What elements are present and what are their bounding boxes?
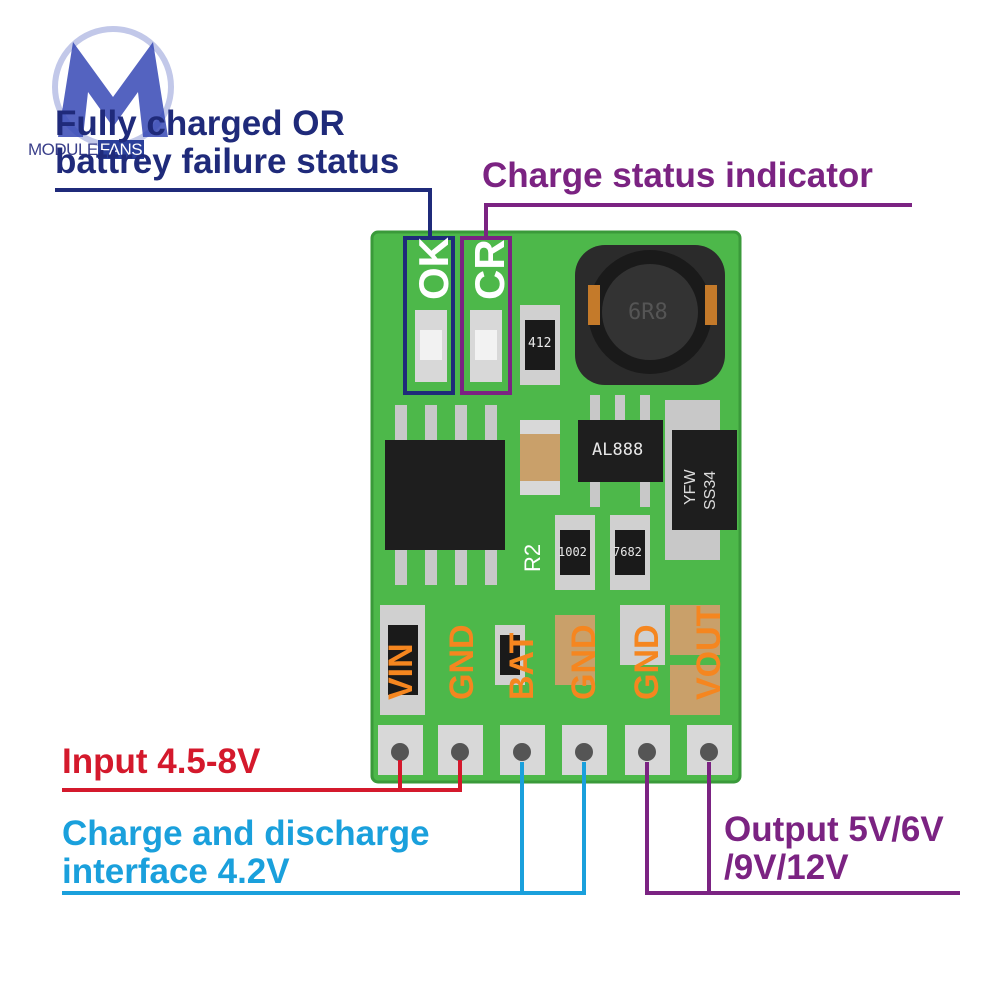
callout-fully-charged: Fully charged OR battrey failure status	[55, 105, 399, 181]
inductor	[575, 245, 725, 385]
resistor-mark-7682: 7682	[613, 545, 642, 559]
diode-mark-ss34: SS34	[702, 470, 719, 510]
led-label-ok: OK	[410, 237, 457, 300]
resistor-mark-1002: 1002	[558, 545, 587, 559]
cr-led-highlight	[460, 236, 512, 395]
pin-label-gnd-1: GND	[443, 624, 481, 700]
callout-fully-charged-line1: Fully charged OR	[55, 104, 345, 143]
callout-output-line2: /9V/12V	[724, 848, 849, 887]
resistor-mark-412: 412	[528, 336, 552, 351]
ok-led-highlight	[403, 236, 455, 395]
pin-label-vin: VIN	[382, 643, 420, 700]
callout-charge-interface: Charge and discharge interface 4.2V	[62, 815, 430, 891]
silkscreen-r2: R2	[520, 543, 545, 572]
diode-mark-yfw: YFW	[682, 469, 699, 505]
callout-charge-status: Charge status indicator	[482, 156, 873, 195]
pin-label-vout: VOUT	[690, 605, 728, 700]
chip-mark-al888: AL888	[592, 440, 644, 460]
callout-charge-interface-line2: interface 4.2V	[62, 852, 290, 891]
callout-output-line1: Output 5V/6V	[724, 810, 944, 849]
callout-charge-interface-line1: Charge and discharge	[62, 814, 430, 853]
pin-label-bat: BAT	[503, 632, 541, 700]
pin-label-gnd-3: GND	[628, 624, 666, 700]
pin-label-gnd-2: GND	[565, 624, 603, 700]
callout-input: Input 4.5-8V	[62, 742, 261, 781]
sop8-chip	[385, 405, 505, 585]
led-label-cr: CR	[466, 239, 513, 300]
callout-output: Output 5V/6V /9V/12V	[724, 811, 944, 887]
inductor-mark: 6R8	[628, 300, 668, 325]
callout-fully-charged-line2: battrey failure status	[55, 142, 400, 181]
